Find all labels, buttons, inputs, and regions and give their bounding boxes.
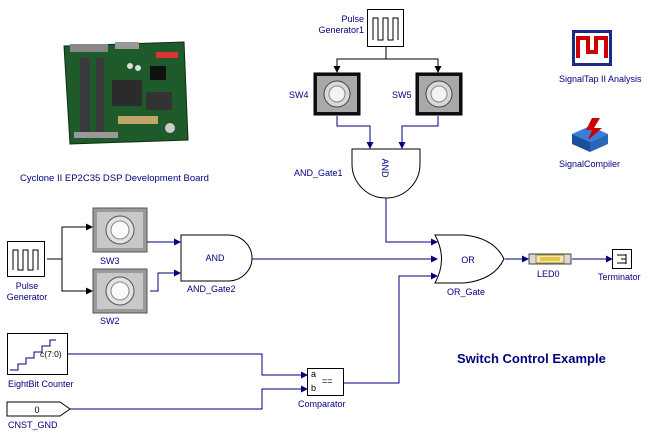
wire-pulse-split bbox=[47, 223, 93, 260]
sw2-switch[interactable] bbox=[92, 268, 148, 314]
const-label: CNST_GND bbox=[8, 420, 58, 430]
sw4-switch[interactable] bbox=[313, 72, 361, 116]
or-gate-label: OR_Gate bbox=[447, 287, 486, 297]
wire-and1-or bbox=[385, 197, 438, 246]
and-gate1-text: AND bbox=[380, 158, 390, 178]
wire-sw2-and2 bbox=[150, 269, 181, 292]
comparator-op: == bbox=[322, 376, 333, 386]
pulse-generator1-block[interactable] bbox=[367, 9, 404, 47]
sw4-label: SW4 bbox=[289, 90, 309, 100]
wire-pulse1-sw5 bbox=[386, 58, 442, 73]
signaltap-label: SignalTap II Analysis bbox=[559, 74, 642, 84]
signalcompiler-icon[interactable] bbox=[568, 118, 612, 154]
sw5-label: SW5 bbox=[392, 90, 412, 100]
terminator-label: Terminator bbox=[598, 272, 641, 282]
wire-sw5-and1 bbox=[398, 116, 439, 149]
comparator-port-a: a bbox=[311, 369, 317, 379]
sw3-switch[interactable] bbox=[92, 207, 148, 253]
wire-pulse-sw2 bbox=[61, 259, 93, 295]
pulse-generator-block[interactable] bbox=[7, 241, 45, 277]
pulse-generator-label-1: Pulse bbox=[15, 281, 39, 291]
wire-sw4-and1 bbox=[336, 116, 374, 149]
const-block[interactable]: 0 bbox=[6, 401, 72, 417]
wire-cmp-or bbox=[344, 272, 438, 384]
and-gate1-label: AND_Gate1 bbox=[294, 168, 343, 178]
wire-counter-cmp bbox=[68, 353, 308, 379]
and-gate1[interactable]: AND bbox=[351, 148, 421, 200]
led0-label: LED0 bbox=[537, 269, 560, 279]
sw3-label: SW3 bbox=[100, 256, 120, 266]
wire-pulse1-sw4 bbox=[333, 47, 387, 73]
and-gate2-label: AND_Gate2 bbox=[187, 284, 236, 294]
board-label: Cyclone II EP2C35 DSP Development Board bbox=[20, 173, 209, 184]
or-gate-text: OR bbox=[461, 255, 475, 265]
counter-block[interactable] bbox=[7, 333, 68, 375]
led0[interactable] bbox=[528, 252, 572, 266]
counter-port: c(7:0) bbox=[40, 349, 62, 359]
signaltap-icon[interactable] bbox=[570, 28, 614, 68]
wire-const-cmp bbox=[70, 385, 308, 410]
comparator-port-b: b bbox=[311, 383, 317, 393]
comparator-label: Comparator bbox=[298, 399, 346, 409]
and-gate2-text: AND bbox=[205, 253, 225, 263]
wire-sw3-and2 bbox=[145, 227, 181, 246]
pulse-generator1-label: Pulse Generator1 bbox=[318, 14, 364, 35]
or-gate[interactable]: OR bbox=[434, 234, 506, 284]
diagram-title: Switch Control Example bbox=[457, 351, 606, 366]
terminator-block[interactable] bbox=[612, 249, 632, 269]
const-value: 0 bbox=[34, 405, 39, 415]
comparator-block[interactable] bbox=[307, 368, 344, 396]
dev-board-image bbox=[63, 41, 189, 145]
sw5-switch[interactable] bbox=[415, 72, 463, 116]
sw2-label: SW2 bbox=[100, 316, 120, 326]
counter-label: EightBit Counter bbox=[8, 379, 74, 389]
pulse-generator-label-2: Generator bbox=[6, 292, 48, 302]
signalcompiler-label: SignalCompiler bbox=[559, 159, 621, 169]
and-gate2[interactable]: AND bbox=[180, 234, 254, 282]
